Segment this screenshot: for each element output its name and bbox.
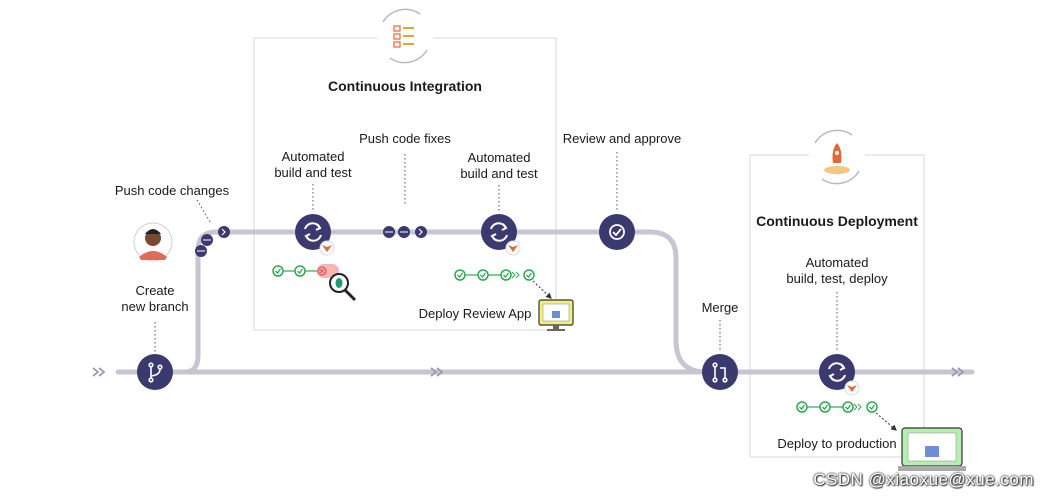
- create-branch-line-2: new branch: [121, 299, 189, 314]
- ci-build-node-1[interactable]: [295, 214, 331, 250]
- label-connectors: [154, 152, 838, 352]
- ci-build-node-2[interactable]: [481, 214, 517, 250]
- sync-icon: [828, 362, 846, 382]
- ci-section-box: [253, 37, 557, 331]
- merge-label: Merge: [701, 300, 739, 315]
- cd-section-box: [749, 154, 925, 458]
- ci-build-1-line-1: Automated: [281, 149, 345, 164]
- ci-build-2-line-2: build and test: [460, 166, 538, 181]
- ci-build-1-line-2: build and test: [274, 165, 352, 180]
- commit-icon: [195, 226, 427, 257]
- cd-build-label: Automated build, test, deploy: [772, 255, 902, 287]
- deploy-production-label: Deploy to production: [777, 436, 897, 451]
- branch-node[interactable]: [137, 354, 173, 390]
- deploy-review-app-label: Deploy Review App: [418, 306, 532, 321]
- check-circle-icon: [609, 224, 625, 240]
- review-node[interactable]: [599, 214, 635, 250]
- flow-chevrons: [92, 367, 965, 377]
- ci-test-results-1: [272, 264, 339, 278]
- merge-icon: [712, 362, 728, 383]
- sync-icon: [304, 222, 322, 242]
- push-code-changes-label: Push code changes: [114, 183, 230, 198]
- cd-build-line-2: build, test, deploy: [786, 271, 888, 286]
- cd-section-title: Continuous Deployment: [756, 213, 918, 229]
- fox-icon: [319, 240, 860, 396]
- ci-section-title: Continuous Integration: [328, 78, 482, 94]
- ci-build-1-label: Automated build and test: [258, 149, 368, 181]
- review-app-screen: [538, 299, 574, 331]
- bug-icon: [329, 273, 357, 302]
- ci-checklist-icon: [377, 8, 433, 64]
- cd-rocket-icon: [809, 129, 865, 185]
- push-code-fixes-label: Push code fixes: [359, 131, 451, 146]
- ci-test-results-2: [454, 269, 535, 281]
- create-branch-line-1: Create: [135, 283, 175, 298]
- ci-build-2-line-1: Automated: [467, 150, 531, 165]
- ci-build-2-label: Automated build and test: [444, 150, 554, 182]
- review-app-arrow: [532, 280, 552, 299]
- sync-icon: [490, 222, 508, 242]
- merge-node[interactable]: [702, 354, 738, 390]
- production-arrow: [875, 412, 897, 431]
- cd-build-line-1: Automated: [805, 255, 869, 270]
- developer-avatar: [133, 222, 173, 262]
- branch-icon: [148, 362, 163, 383]
- cd-build-node[interactable]: [819, 354, 855, 390]
- production-screen: [898, 427, 966, 471]
- create-branch-label: Create new branch: [105, 283, 205, 315]
- review-approve-label: Review and approve: [562, 131, 682, 146]
- watermark: CSDN @xiaoxue@xue.com: [813, 470, 1034, 489]
- cd-test-results: [796, 401, 878, 413]
